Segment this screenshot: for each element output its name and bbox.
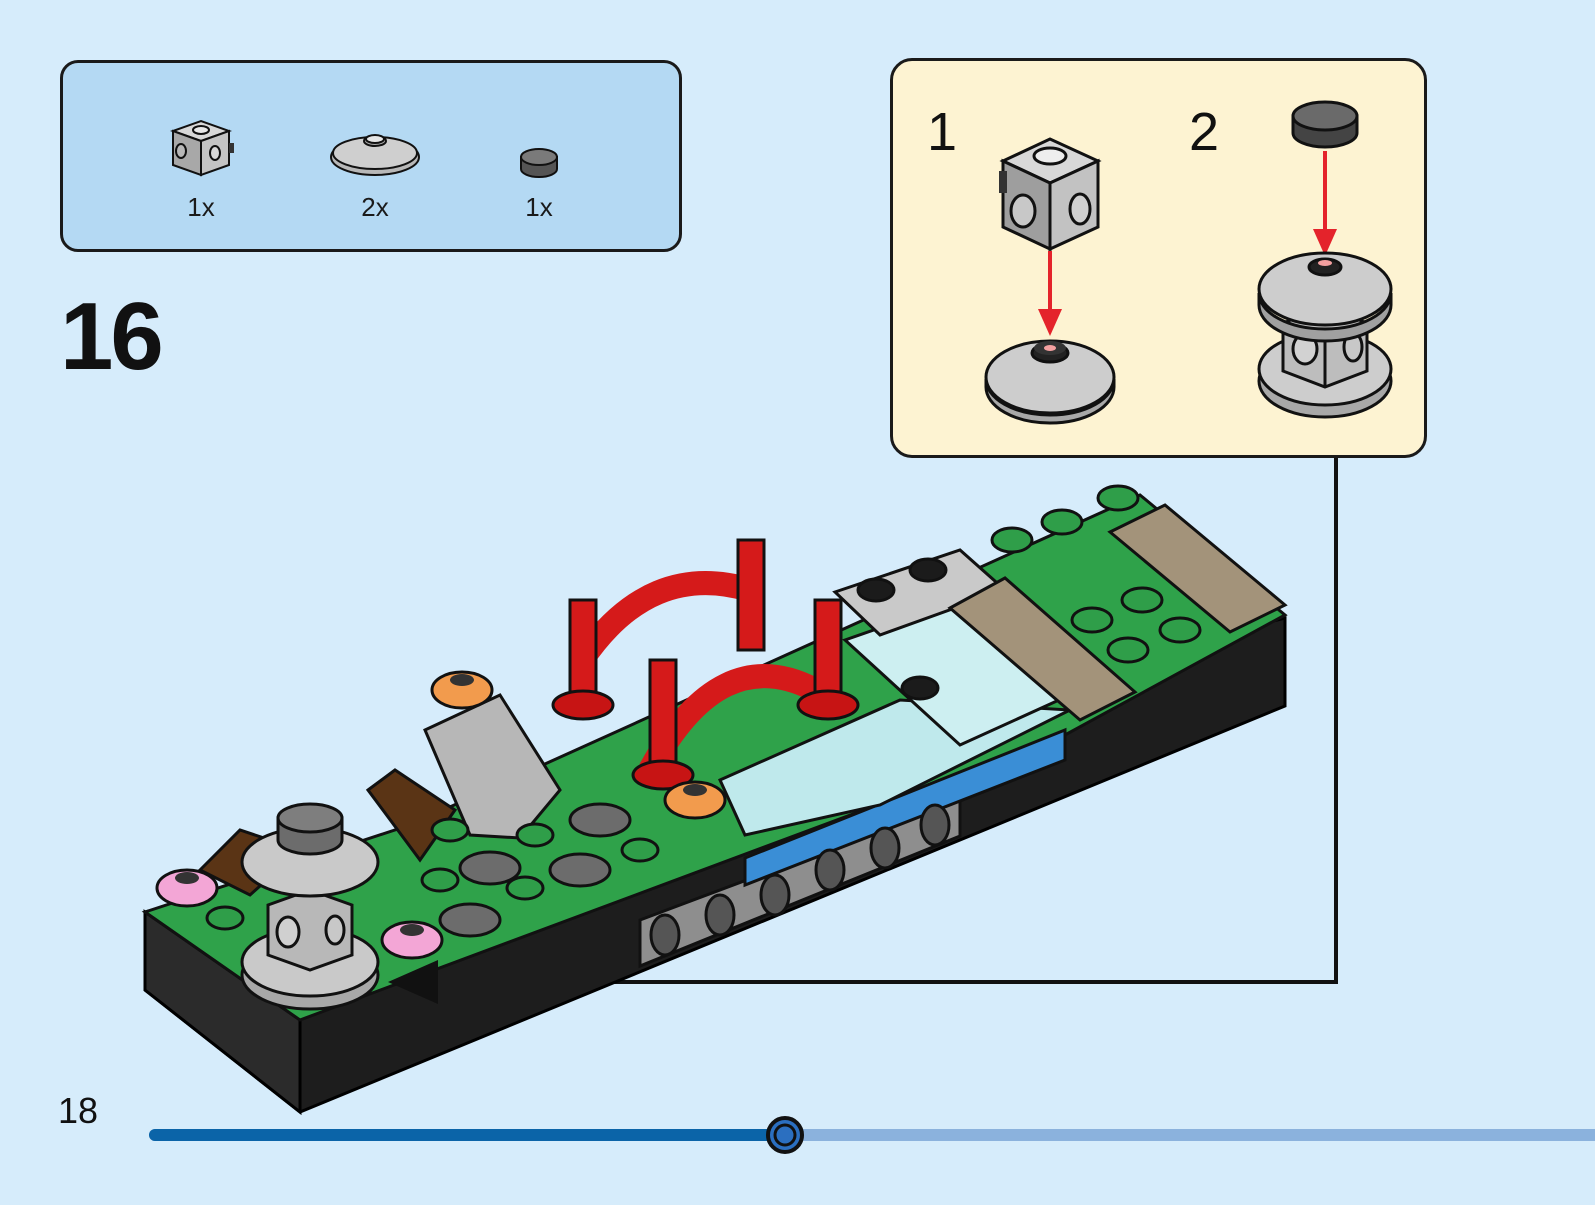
placement-arrow <box>388 960 438 1004</box>
progress-marker-ring <box>773 1123 797 1147</box>
subassembly-illustration <box>984 100 1393 425</box>
step-number: 16 <box>60 283 164 390</box>
subassembly-panel: 1 2 <box>890 58 1427 458</box>
callout-line <box>428 458 1338 984</box>
part-quantity: 1x <box>187 192 215 222</box>
parts-list-panel: 1x 2x 1x <box>60 60 682 252</box>
model-lantern <box>240 802 380 1011</box>
dark-studs <box>856 557 948 701</box>
substep-2-arrow <box>1313 151 1337 256</box>
brick-1x1-studs-icon <box>170 119 234 177</box>
tan-tiles <box>947 503 1288 722</box>
red-arch-gate <box>551 538 860 791</box>
dish-icon <box>330 134 420 176</box>
part-round-tile: 1x <box>509 143 569 223</box>
substep-1-dish <box>984 339 1116 425</box>
substep-1-brick <box>999 137 1102 252</box>
substep-2-lantern <box>1257 251 1393 419</box>
round-grey-tiles <box>438 802 632 938</box>
part-quantity: 1x <box>525 192 553 222</box>
substep-2-tile <box>1291 100 1359 149</box>
part-brick-studs: 1x <box>161 113 241 223</box>
progress-marker-icon <box>766 1116 804 1154</box>
round-tile-icon <box>520 148 558 178</box>
side-studs <box>649 803 951 957</box>
substep-number-2: 2 <box>1189 102 1220 162</box>
progress-bar <box>149 1116 1595 1154</box>
part-dish: 2x <box>325 125 425 223</box>
substep-1-arrow <box>1038 251 1062 336</box>
part-quantity: 2x <box>361 192 389 222</box>
substep-number-1: 1 <box>927 102 958 162</box>
page-number: 18 <box>58 1090 99 1131</box>
flowers <box>155 670 727 960</box>
studs <box>205 484 1202 931</box>
